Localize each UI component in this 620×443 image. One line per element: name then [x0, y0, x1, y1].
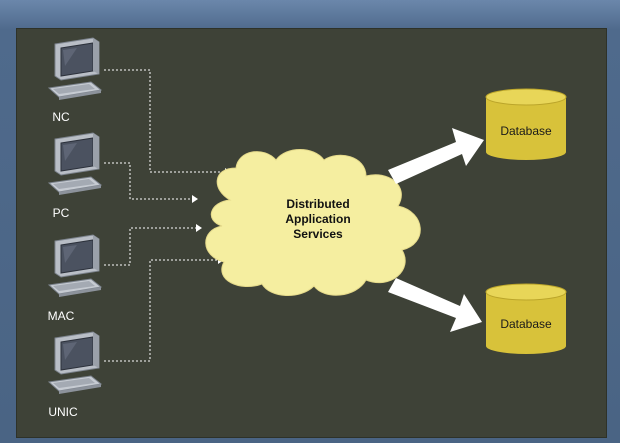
arrow-to-database-top	[388, 128, 484, 184]
client-label: UNIC	[48, 405, 78, 419]
cloud-label-line: Distributed	[286, 197, 350, 211]
database-label: Database	[500, 317, 552, 331]
cloud-label-line: Services	[293, 227, 343, 241]
database-bottom	[485, 283, 567, 354]
client-label: MAC	[47, 309, 75, 323]
connector-nc	[104, 69, 225, 173]
connector-unic	[104, 259, 218, 362]
cloud-shape	[205, 149, 421, 297]
connector-lines	[104, 69, 225, 362]
cloud-label-line: Application	[285, 212, 351, 226]
computer-icon	[48, 132, 102, 196]
computer-icon	[48, 234, 102, 298]
database-label: Database	[500, 124, 552, 138]
arrow-to-database-bottom	[388, 278, 482, 332]
cloud-label: Distributed Application Services	[268, 197, 368, 242]
client-label: PC	[52, 206, 70, 220]
connector-pc	[104, 162, 192, 200]
connector-mac	[104, 227, 196, 266]
computer-icon	[48, 331, 102, 395]
database-top	[485, 88, 567, 160]
client-label: NC	[52, 110, 70, 124]
computer-icon	[48, 37, 102, 101]
